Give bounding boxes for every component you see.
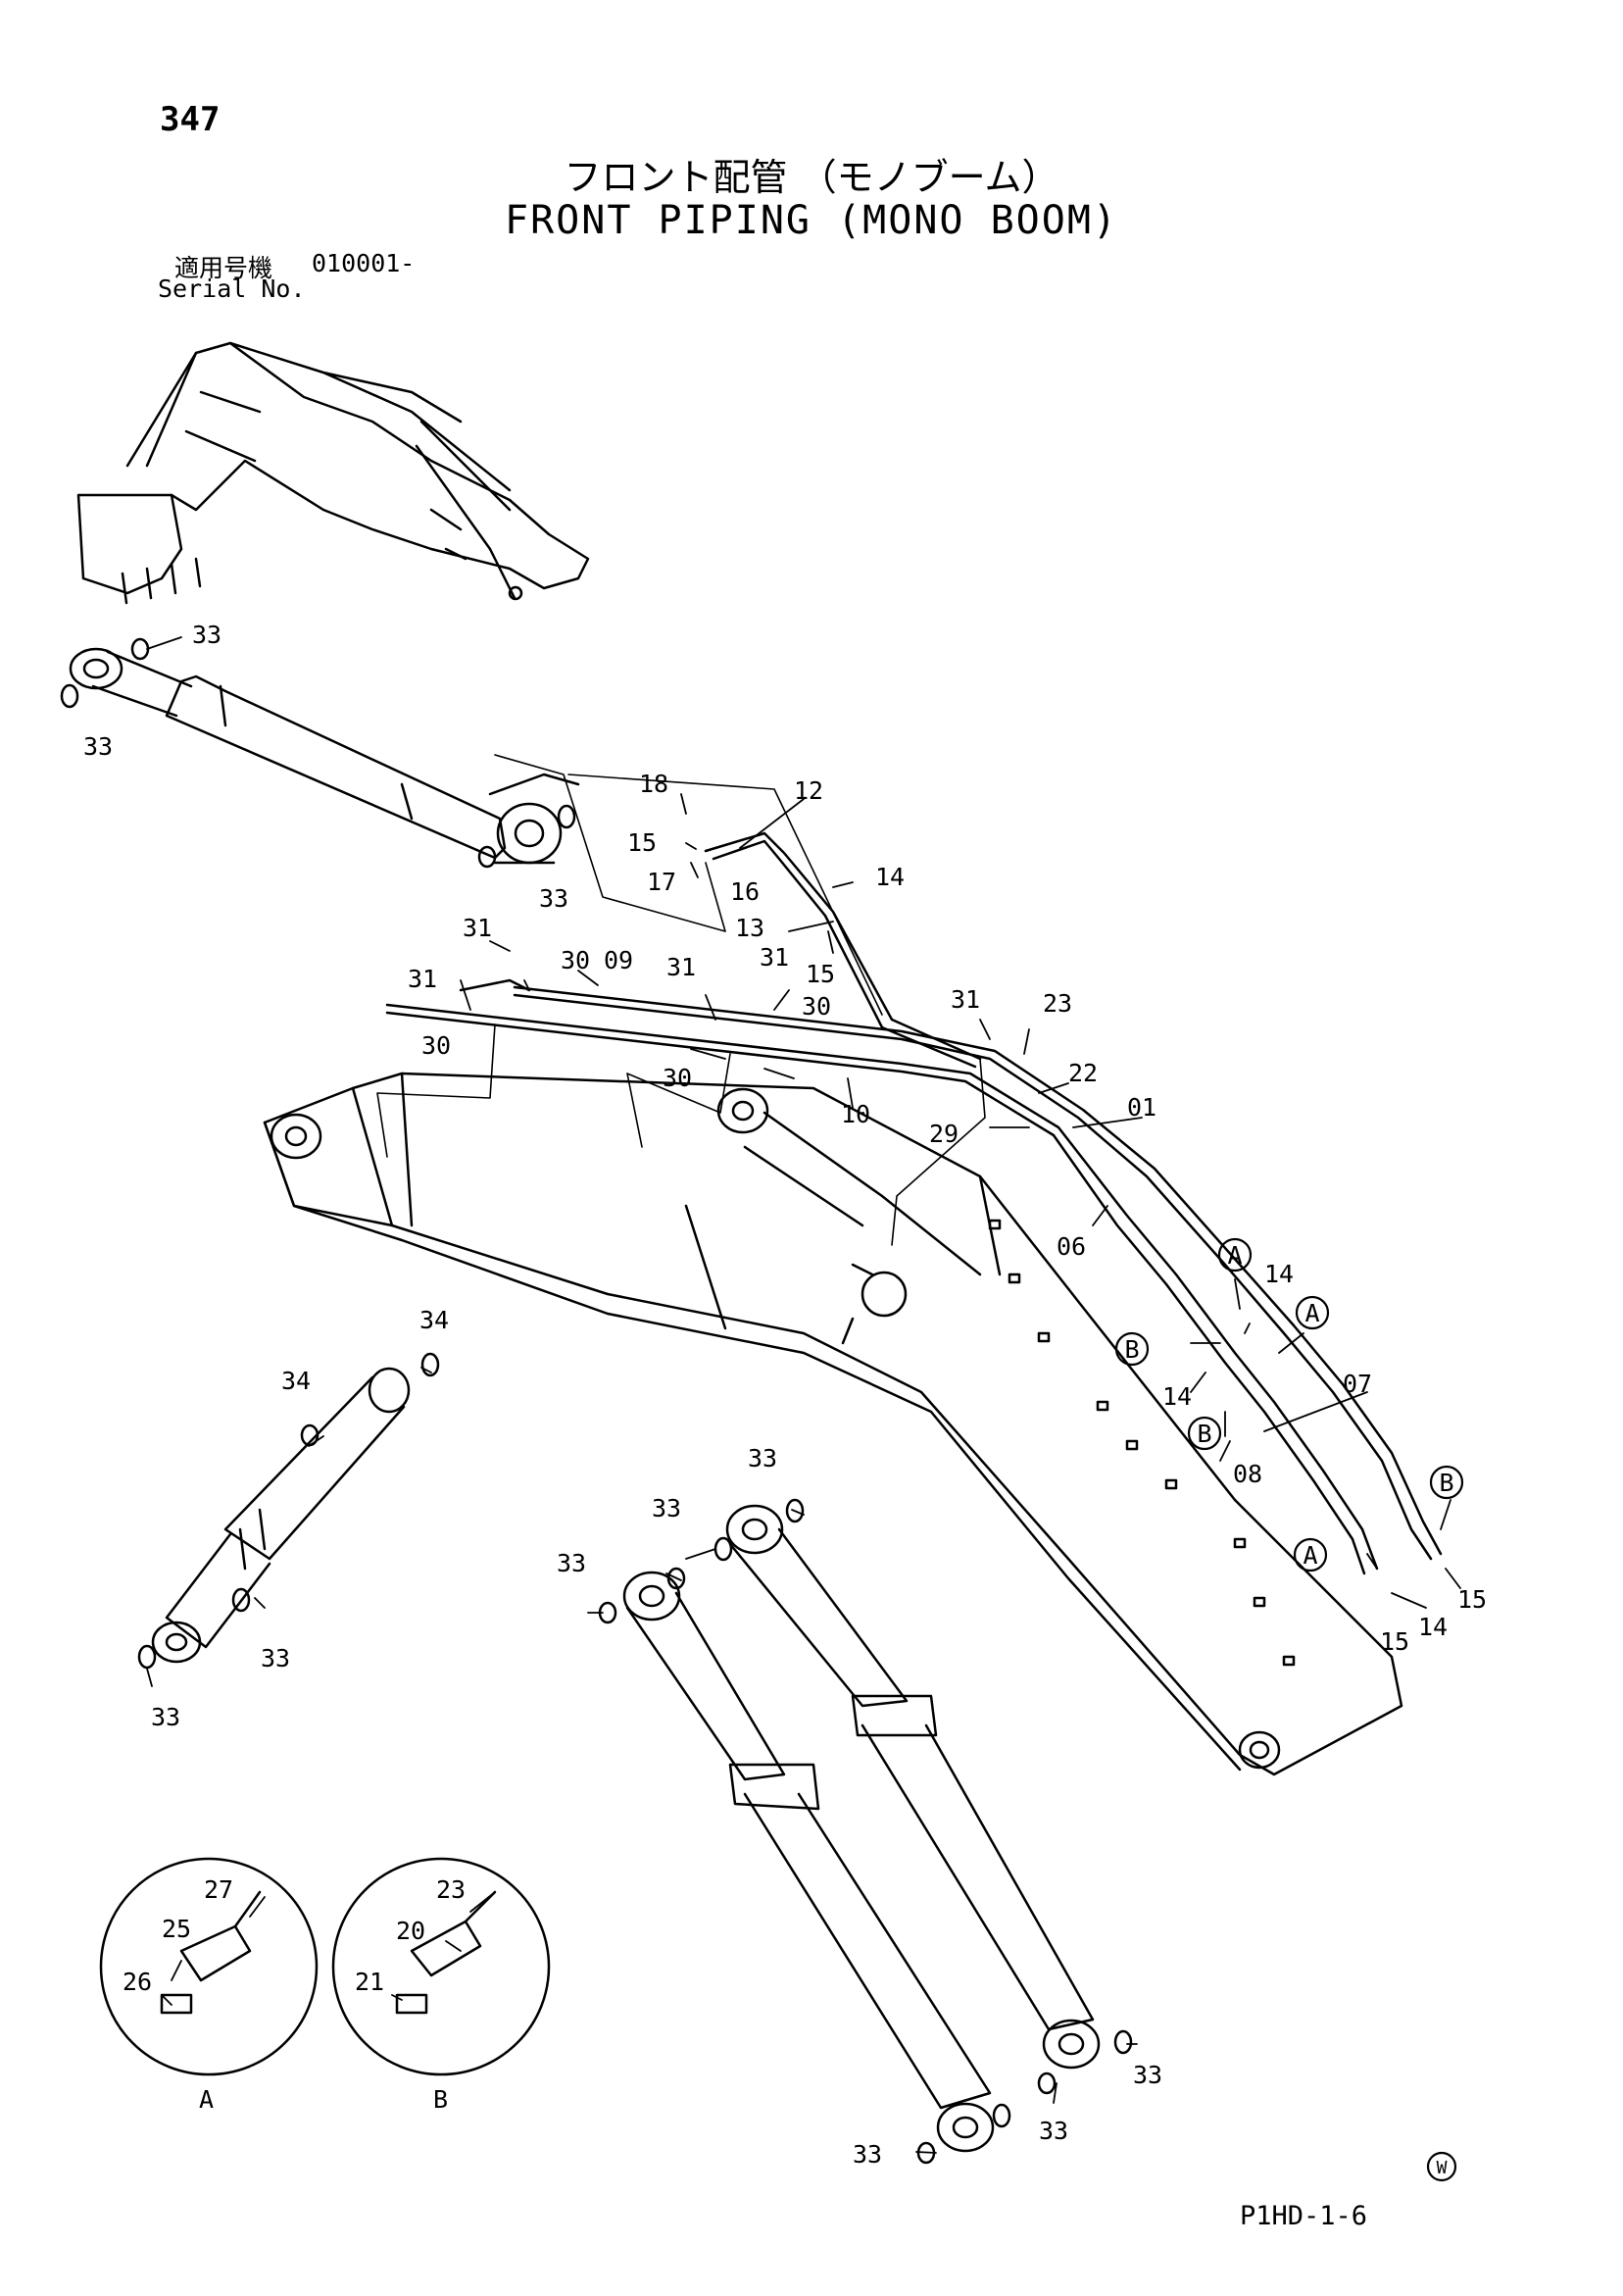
marker-b-1: B [1124,1335,1139,1364]
callout-31: 31 [463,914,492,942]
callout-16: 16 [730,877,760,906]
title-japanese: フロント配管 （モノブーム） [564,156,1059,199]
serial-value: 010001- [312,249,416,277]
callout-31: 31 [408,965,437,993]
callout-33: 33 [151,1703,180,1731]
excavator-overview-illustration [76,341,590,605]
detail-a-label: A [199,2085,214,2114]
page-number: 347 [160,100,221,139]
callout-31: 31 [760,943,789,972]
callout-30: 30 [802,992,831,1021]
w-mark: W [1437,2158,1448,2178]
callout-33: 33 [1133,2061,1162,2089]
callout-14: 14 [1264,1260,1294,1288]
boom-cylinders-bottom-illustration [622,1504,1101,2153]
callout-12: 12 [794,776,823,805]
callout-18: 18 [639,770,668,798]
callout-labels: 33 33 33 18 12 15 17 16 14 13 15 31 31 3… [83,621,1487,2169]
seal-rings [60,637,1133,2165]
boom-cylinder-left-illustration [151,1367,411,1664]
detail-views [99,1857,551,2076]
marker-b-2: B [1197,1420,1211,1448]
callout-33: 33 [261,1644,290,1672]
callout-06: 06 [1057,1232,1086,1261]
callout-25: 25 [162,1915,191,1943]
drawing-code: P1HD-1-6 [1240,2201,1368,2231]
callout-34: 34 [281,1367,311,1395]
callout-17: 17 [647,868,676,896]
detail-b-label: B [433,2085,448,2114]
arm-cylinder-illustration [69,647,580,865]
callout-33: 33 [192,621,221,649]
callout-30: 30 [663,1064,692,1092]
assembly-lines [376,754,986,1246]
callout-33: 33 [748,1444,777,1472]
callout-27: 27 [204,1875,233,1904]
marker-a-1: A [1227,1241,1242,1270]
callout-22: 22 [1068,1059,1098,1087]
callout-10: 10 [841,1100,870,1128]
callout-30: 30 [421,1031,451,1060]
callout-33: 33 [652,1494,681,1522]
callout-08: 08 [1233,1460,1262,1488]
callout-33: 33 [853,2140,882,2169]
callout-15: 15 [1457,1585,1487,1614]
callout-33: 33 [83,732,113,761]
callout-33: 33 [557,1549,586,1577]
callout-15: 15 [1380,1627,1409,1656]
callout-30: 30 [561,946,590,974]
callout-33: 33 [1039,2117,1068,2145]
callout-34: 34 [419,1306,449,1334]
callout-31: 31 [666,953,696,981]
callout-20: 20 [396,1917,425,1945]
callout-29: 29 [929,1120,959,1148]
leader-lines [146,636,1461,2154]
callout-31: 31 [951,985,980,1014]
boom-illustration [263,1072,1403,1776]
callout-26: 26 [123,1968,152,1996]
serial-label-english: Serial No. [158,275,306,303]
callout-07: 07 [1343,1370,1372,1398]
circled-markers [1114,1237,1464,2182]
callout-14: 14 [1162,1382,1192,1411]
marker-b-3: B [1439,1469,1453,1497]
callout-21: 21 [355,1968,384,1996]
marker-a-2: A [1304,1299,1319,1327]
marker-a-3: A [1303,1541,1317,1570]
callout-13: 13 [735,914,764,942]
callout-23: 23 [1043,989,1072,1018]
callout-15: 15 [627,828,657,857]
pipe-lines [385,831,1443,1575]
callout-01: 01 [1127,1093,1156,1122]
title-english: FRONT PIPING (MONO BOOM) [505,198,1118,243]
callout-14: 14 [1418,1613,1448,1641]
serial-label-japanese: 適用号機 [174,254,273,282]
callout-09: 09 [604,946,633,974]
callout-33: 33 [539,884,568,913]
callout-23: 23 [436,1875,466,1904]
callout-14: 14 [875,863,905,891]
callout-15: 15 [806,960,835,988]
